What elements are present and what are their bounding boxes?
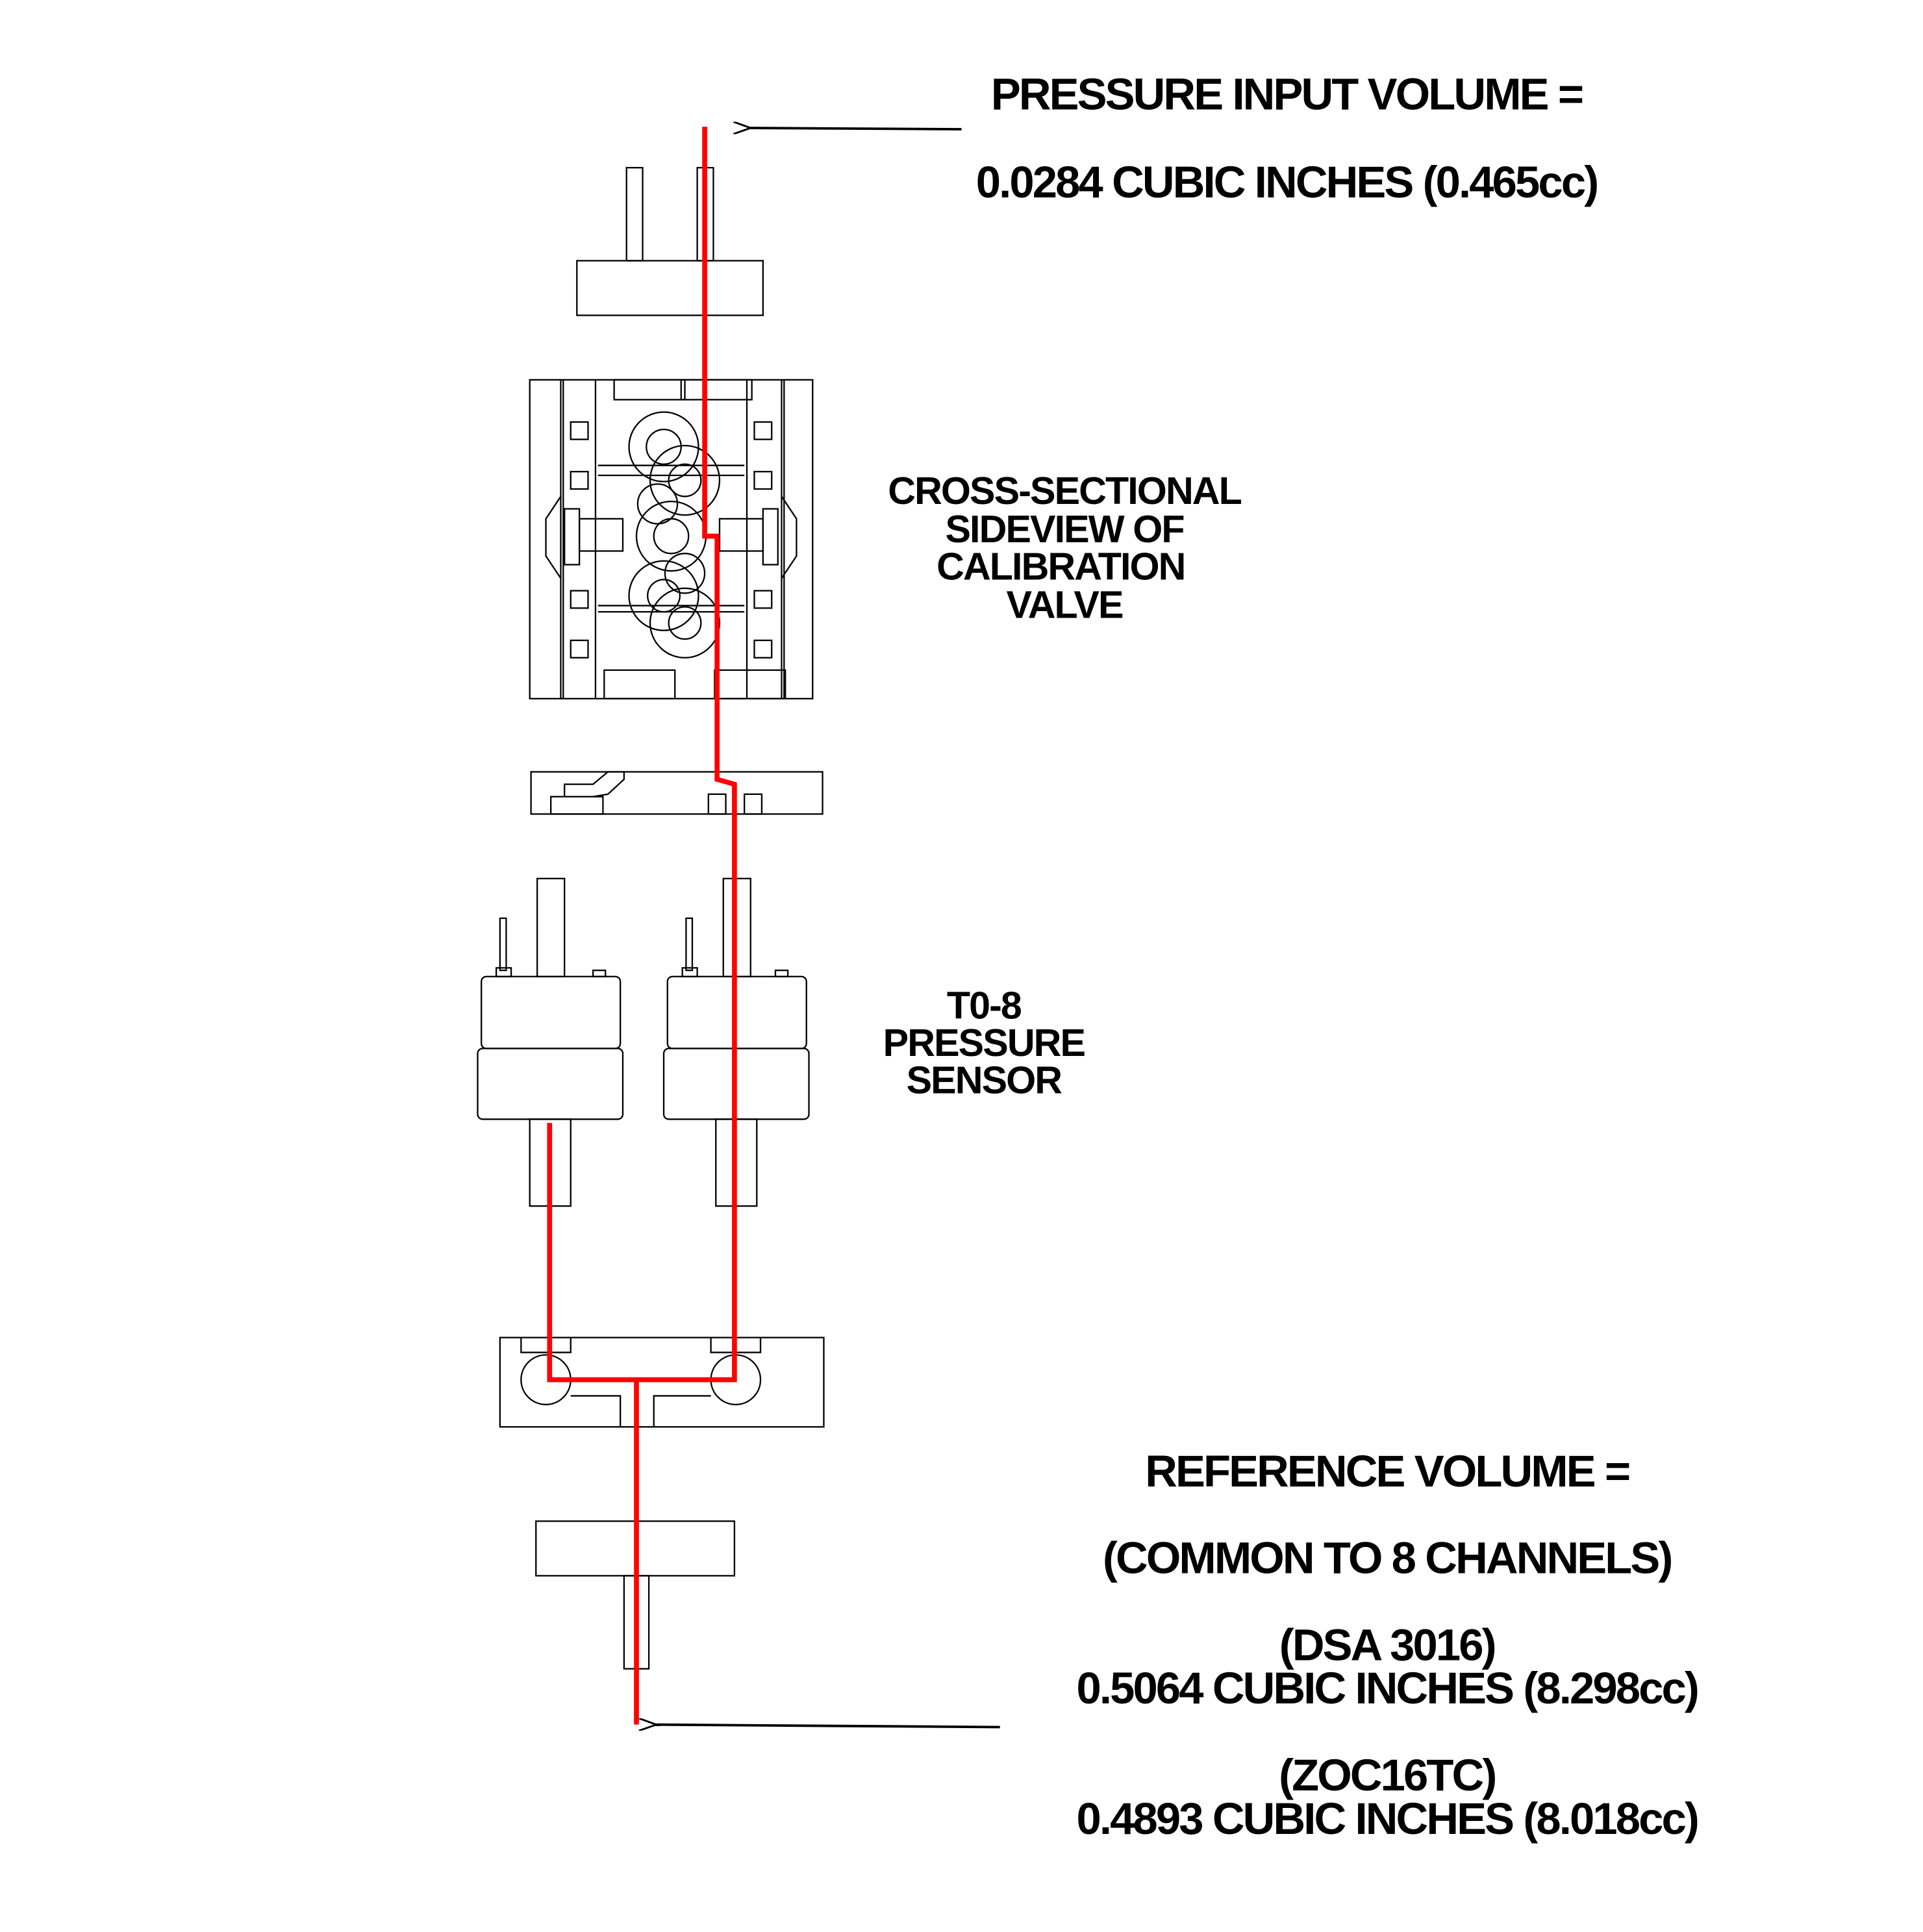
reference-volume-title: REFERENCE VOLUME = <box>1145 1446 1629 1496</box>
valve-label-line3: CALIBRATION <box>936 544 1185 588</box>
sensor-label-line1: T0-8 <box>947 984 1022 1027</box>
manifold-plate <box>530 771 823 815</box>
zoc-volume: 0.4893 CUBIC INCHES (8.018cc) <box>1076 1794 1697 1844</box>
input-volume-value: 0.0284 CUBIC INCHES (0.465cc) <box>976 157 1597 207</box>
valve-label-line4: VALVE <box>1007 583 1123 627</box>
sensor-label-line2: PRESSURE <box>883 1021 1085 1064</box>
zoc-model: (ZOC16TC) <box>1279 1750 1495 1800</box>
calibration-valve <box>529 379 814 699</box>
flow-path <box>547 127 737 1725</box>
input-fitting <box>576 167 764 316</box>
valve-label-line2: SIDEVIEW OF <box>945 507 1183 551</box>
reference-volume-subtitle: (COMMON TO 8 CHANNELS) <box>1103 1533 1671 1583</box>
input-arrow <box>749 128 962 129</box>
sensor-label-line3: SENSOR <box>907 1058 1062 1101</box>
valve-label-line1: CROSS-SECTIONAL <box>888 469 1241 512</box>
reference-arrow <box>655 1725 1000 1727</box>
dsa-model: (DSA 3016) <box>1279 1620 1495 1670</box>
dsa-volume: 0.5064 CUBIC INCHES (8.298cc) <box>1076 1663 1697 1713</box>
input-volume-title: PRESSURE INPUT VOLUME = <box>991 69 1583 119</box>
